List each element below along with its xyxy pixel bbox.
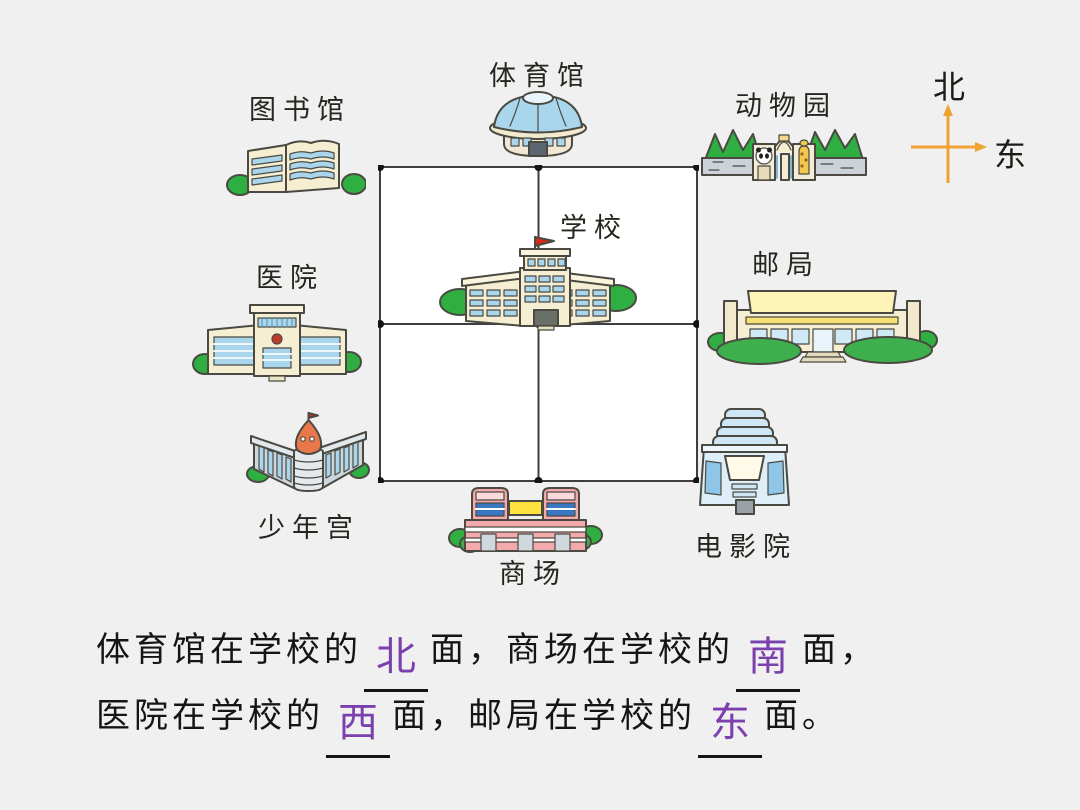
label-library: 图书馆 <box>249 95 351 125</box>
question-line-1: 体育馆在学校的北面，商场在学校的南面， <box>96 622 878 692</box>
question-line2-text2: 面，邮局在学校的 <box>392 698 696 735</box>
zoo-illustration <box>701 129 867 181</box>
library-illustration <box>226 139 366 196</box>
label-cinema: 电影院 <box>695 532 797 562</box>
school-illustration <box>439 236 637 331</box>
compass-north-label: 北 <box>932 69 966 105</box>
label-gym: 体育馆 <box>489 61 591 91</box>
youth-palace-illustration <box>246 412 370 492</box>
answer-blank-west: 西 <box>326 699 390 758</box>
label-school: 学校 <box>560 213 628 243</box>
label-mall: 商场 <box>499 559 567 589</box>
answer-blank-south: 南 <box>736 633 800 692</box>
question-line2-text1: 医院在学校的 <box>96 698 324 735</box>
compass-east-label: 东 <box>993 137 1027 173</box>
question-line-2: 医院在学校的西面，邮局在学校的东面。 <box>96 688 840 758</box>
label-hospital: 医院 <box>256 263 324 293</box>
label-post-office: 邮局 <box>752 250 820 280</box>
question-line2-text3: 面。 <box>764 698 840 735</box>
cinema-illustration <box>699 408 790 515</box>
answer-east: 东 <box>710 700 750 745</box>
gym-illustration <box>489 91 587 157</box>
compass-arrows-icon <box>911 104 987 183</box>
answer-blank-east: 东 <box>698 699 762 758</box>
answer-north: 北 <box>376 634 416 679</box>
question-line1-text1: 体育馆在学校的 <box>96 632 362 669</box>
mall-illustration <box>448 487 603 553</box>
post-office-illustration <box>707 290 938 365</box>
question-line1-text2: 面，商场在学校的 <box>430 632 734 669</box>
answer-south: 南 <box>748 634 788 679</box>
label-youth-palace: 少年宫 <box>258 513 360 543</box>
answer-blank-north: 北 <box>364 633 428 692</box>
question-line1-text3: 面， <box>802 632 878 669</box>
answer-west: 西 <box>338 700 378 745</box>
label-zoo: 动物园 <box>735 91 837 121</box>
hospital-illustration <box>192 304 362 382</box>
